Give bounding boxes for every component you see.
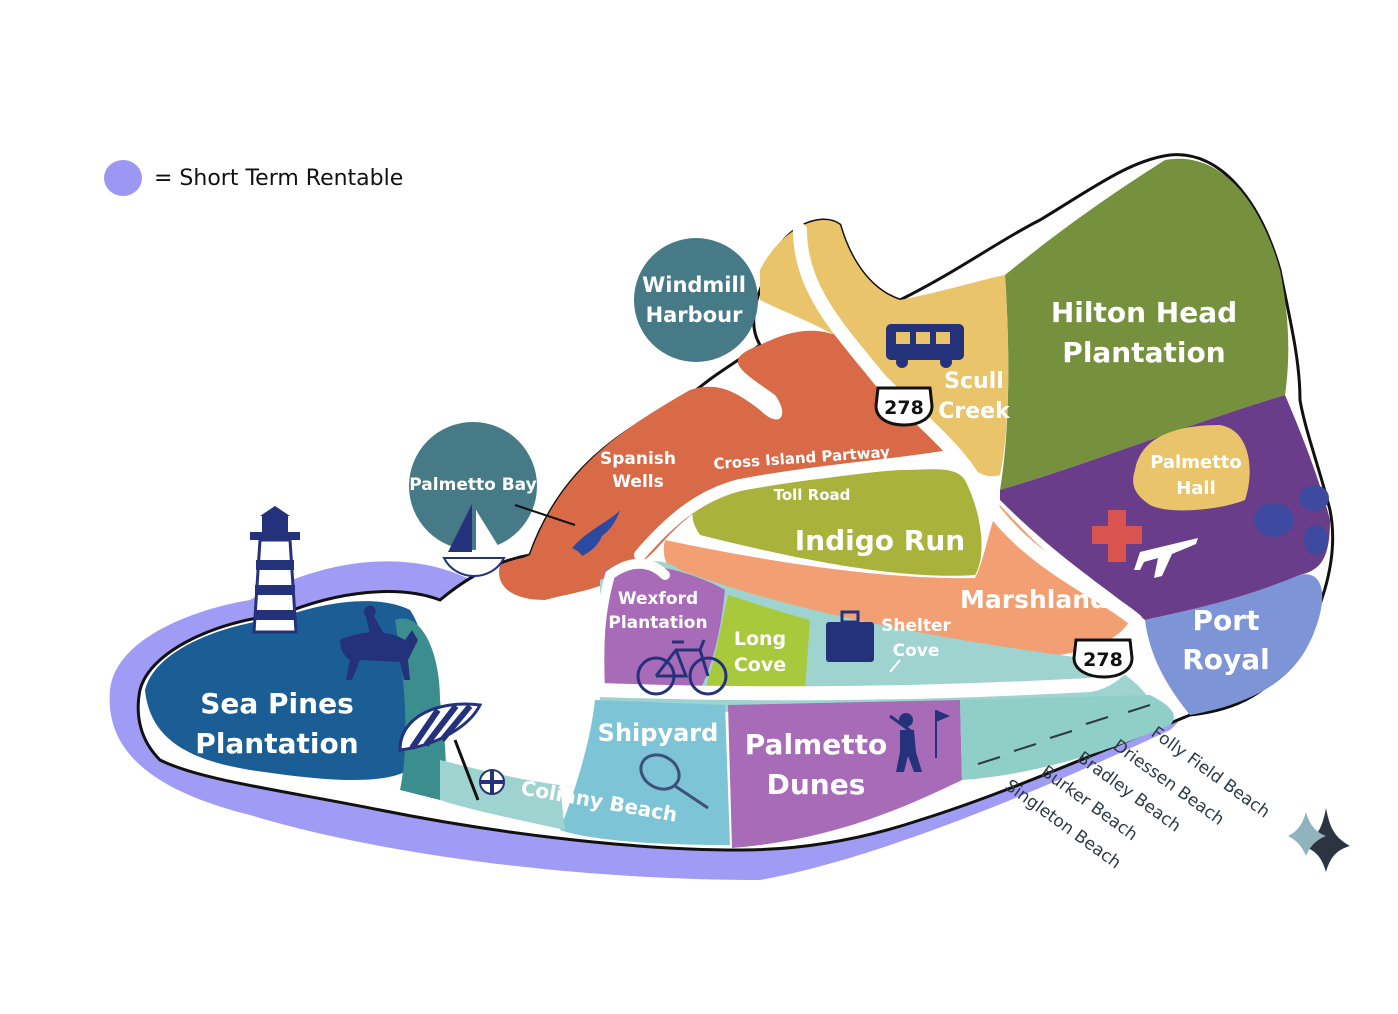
svg-text:278: 278	[884, 397, 924, 419]
rv-icon	[886, 324, 964, 368]
label-long-cove-2: Cove	[734, 654, 786, 676]
legend-text: = Short Term Rentable	[154, 165, 404, 191]
region-indigo-run	[692, 469, 982, 576]
beach-markers	[977, 704, 1151, 765]
suitcase-icon	[826, 610, 874, 662]
airplane-icon	[1134, 538, 1198, 578]
label-hilton-head-2: Plantation	[1062, 336, 1225, 369]
route-shield-south: 278	[1072, 638, 1134, 679]
label-palmetto-hall-1: Palmetto	[1150, 452, 1242, 473]
roads	[593, 223, 1143, 701]
bicycle-icon	[636, 639, 728, 696]
region-palmetto-hall	[1133, 425, 1250, 511]
palmetto-bay-pointer	[514, 504, 576, 526]
tennis-racket-icon	[639, 753, 709, 810]
sparkle-icon	[1288, 808, 1350, 872]
label-windmill-1: Windmill	[642, 273, 746, 297]
label-port-royal-2: Royal	[1182, 643, 1270, 676]
label-windmill-2: Harbour	[646, 303, 744, 327]
label-shelter-cove-1: Shelter	[881, 616, 951, 636]
seashell-icon	[1254, 485, 1329, 555]
umbrella-icon	[398, 702, 483, 801]
legend-swatch	[104, 160, 142, 196]
hospital-cross-icon	[1092, 510, 1142, 562]
windmill-harbour-circle	[634, 238, 758, 362]
legend: = Short Term Rentable	[104, 160, 403, 196]
label-toll-road: Toll Road	[774, 486, 851, 504]
region-orange-west	[499, 330, 955, 600]
label-spanish-wells-1: Spanish	[600, 449, 676, 469]
label-sea-pines-1: Sea Pines	[200, 687, 354, 720]
shelter-cove-pointer	[889, 659, 901, 673]
golfer-icon	[889, 710, 950, 772]
horse-rider-icon	[340, 605, 418, 680]
label-shelter-cove-2: Cove	[893, 641, 940, 661]
route-shield-north: 278	[874, 386, 934, 427]
label-port-royal-1: Port	[1193, 604, 1260, 637]
label-shipyard: Shipyard	[598, 719, 719, 747]
label-palmetto-hall-2: Hall	[1176, 478, 1216, 499]
region-hilton-head-plantation	[1000, 158, 1289, 490]
region-long-cove	[705, 595, 810, 690]
label-wexford-1: Wexford	[618, 589, 698, 609]
label-sea-pines-2: Plantation	[195, 727, 358, 760]
label-hilton-head-1: Hilton Head	[1051, 296, 1237, 329]
label-palmetto-bay: Palmetto Bay	[409, 475, 536, 495]
label-spanish-wells-2: Wells	[612, 472, 663, 492]
sailboat-icon	[442, 504, 506, 578]
palmetto-bay-circle	[409, 422, 537, 550]
label-palmetto-dunes-2: Dunes	[767, 768, 866, 801]
beach-ball-icon	[479, 769, 505, 795]
label-long-cove-1: Long	[734, 628, 786, 650]
label-wexford-2: Plantation	[608, 613, 707, 633]
svg-text:278: 278	[1083, 649, 1123, 671]
label-indigo-run: Indigo Run	[795, 524, 965, 557]
label-marshland: Marshland	[960, 585, 1108, 614]
region-coligny	[440, 760, 565, 830]
label-palmetto-dunes-1: Palmetto	[745, 728, 887, 761]
region-shipyard	[560, 700, 730, 845]
region-scull-creek	[760, 220, 1009, 477]
lighthouse-icon	[250, 506, 300, 634]
label-scull-creek-2: Creek	[938, 399, 1011, 424]
region-wexford	[601, 564, 725, 690]
region-port-royal	[1145, 574, 1323, 715]
dolphin-icon	[572, 510, 620, 556]
label-scull-creek-1: Scull	[944, 369, 1004, 394]
region-teal-coast	[960, 695, 1174, 780]
